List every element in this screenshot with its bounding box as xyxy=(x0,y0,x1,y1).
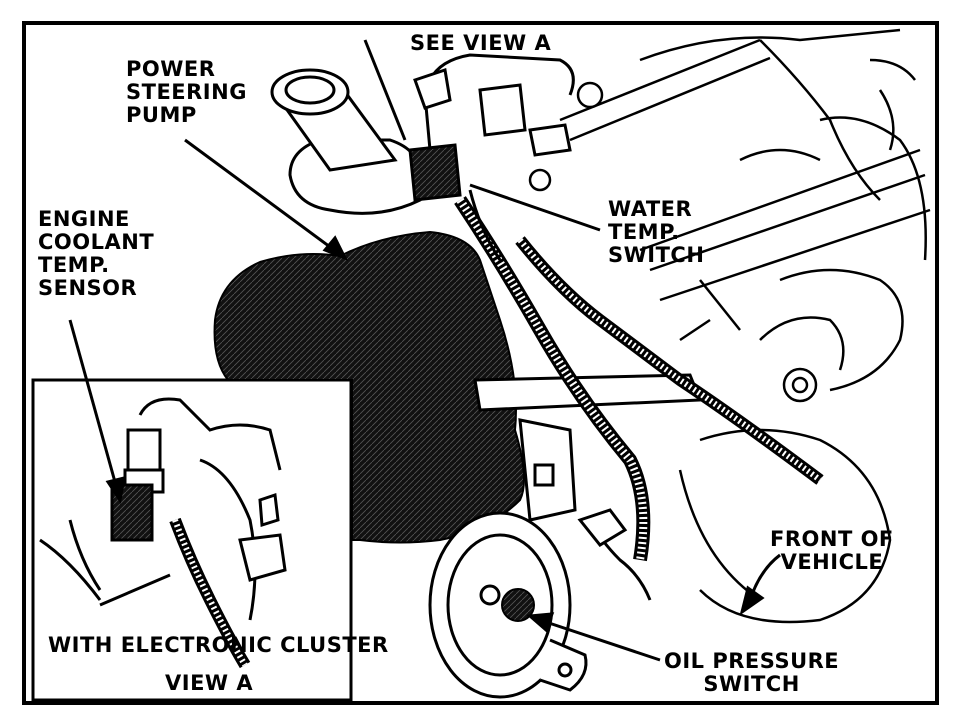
coolant-sensor-connector xyxy=(408,68,572,202)
oil-pressure-switch-part xyxy=(479,584,535,622)
oil-pressure-switch-label: OIL PRESSURE SWITCH xyxy=(664,649,840,696)
engine-coolant-temp-sensor-label: ENGINE COOLANT TEMP. SENSOR xyxy=(38,207,155,300)
crank-pulley xyxy=(428,511,588,699)
leader-lines xyxy=(68,39,781,662)
power-steering-reservoir xyxy=(270,68,422,215)
view-a-caption: VIEW A xyxy=(165,671,254,695)
front-of-vehicle-label: FRONT OF VEHICLE xyxy=(770,527,894,574)
engine-block-outline xyxy=(559,28,931,624)
view-a-leader xyxy=(99,573,171,607)
with-electronic-cluster-label: WITH ELECTRONIC CLUSTER xyxy=(48,633,389,657)
see-view-a-label: SEE VIEW A xyxy=(410,31,552,55)
view-a-inset xyxy=(31,378,353,702)
wiring-harness xyxy=(423,53,824,601)
water-temp-switch-label: WATER TEMP. SWITCH xyxy=(608,197,705,267)
power-steering-pump-label: POWER STEERING PUMP xyxy=(126,57,247,127)
view-a-detail xyxy=(39,397,287,669)
outer-frame xyxy=(22,21,939,705)
bolt-heads xyxy=(528,81,818,403)
